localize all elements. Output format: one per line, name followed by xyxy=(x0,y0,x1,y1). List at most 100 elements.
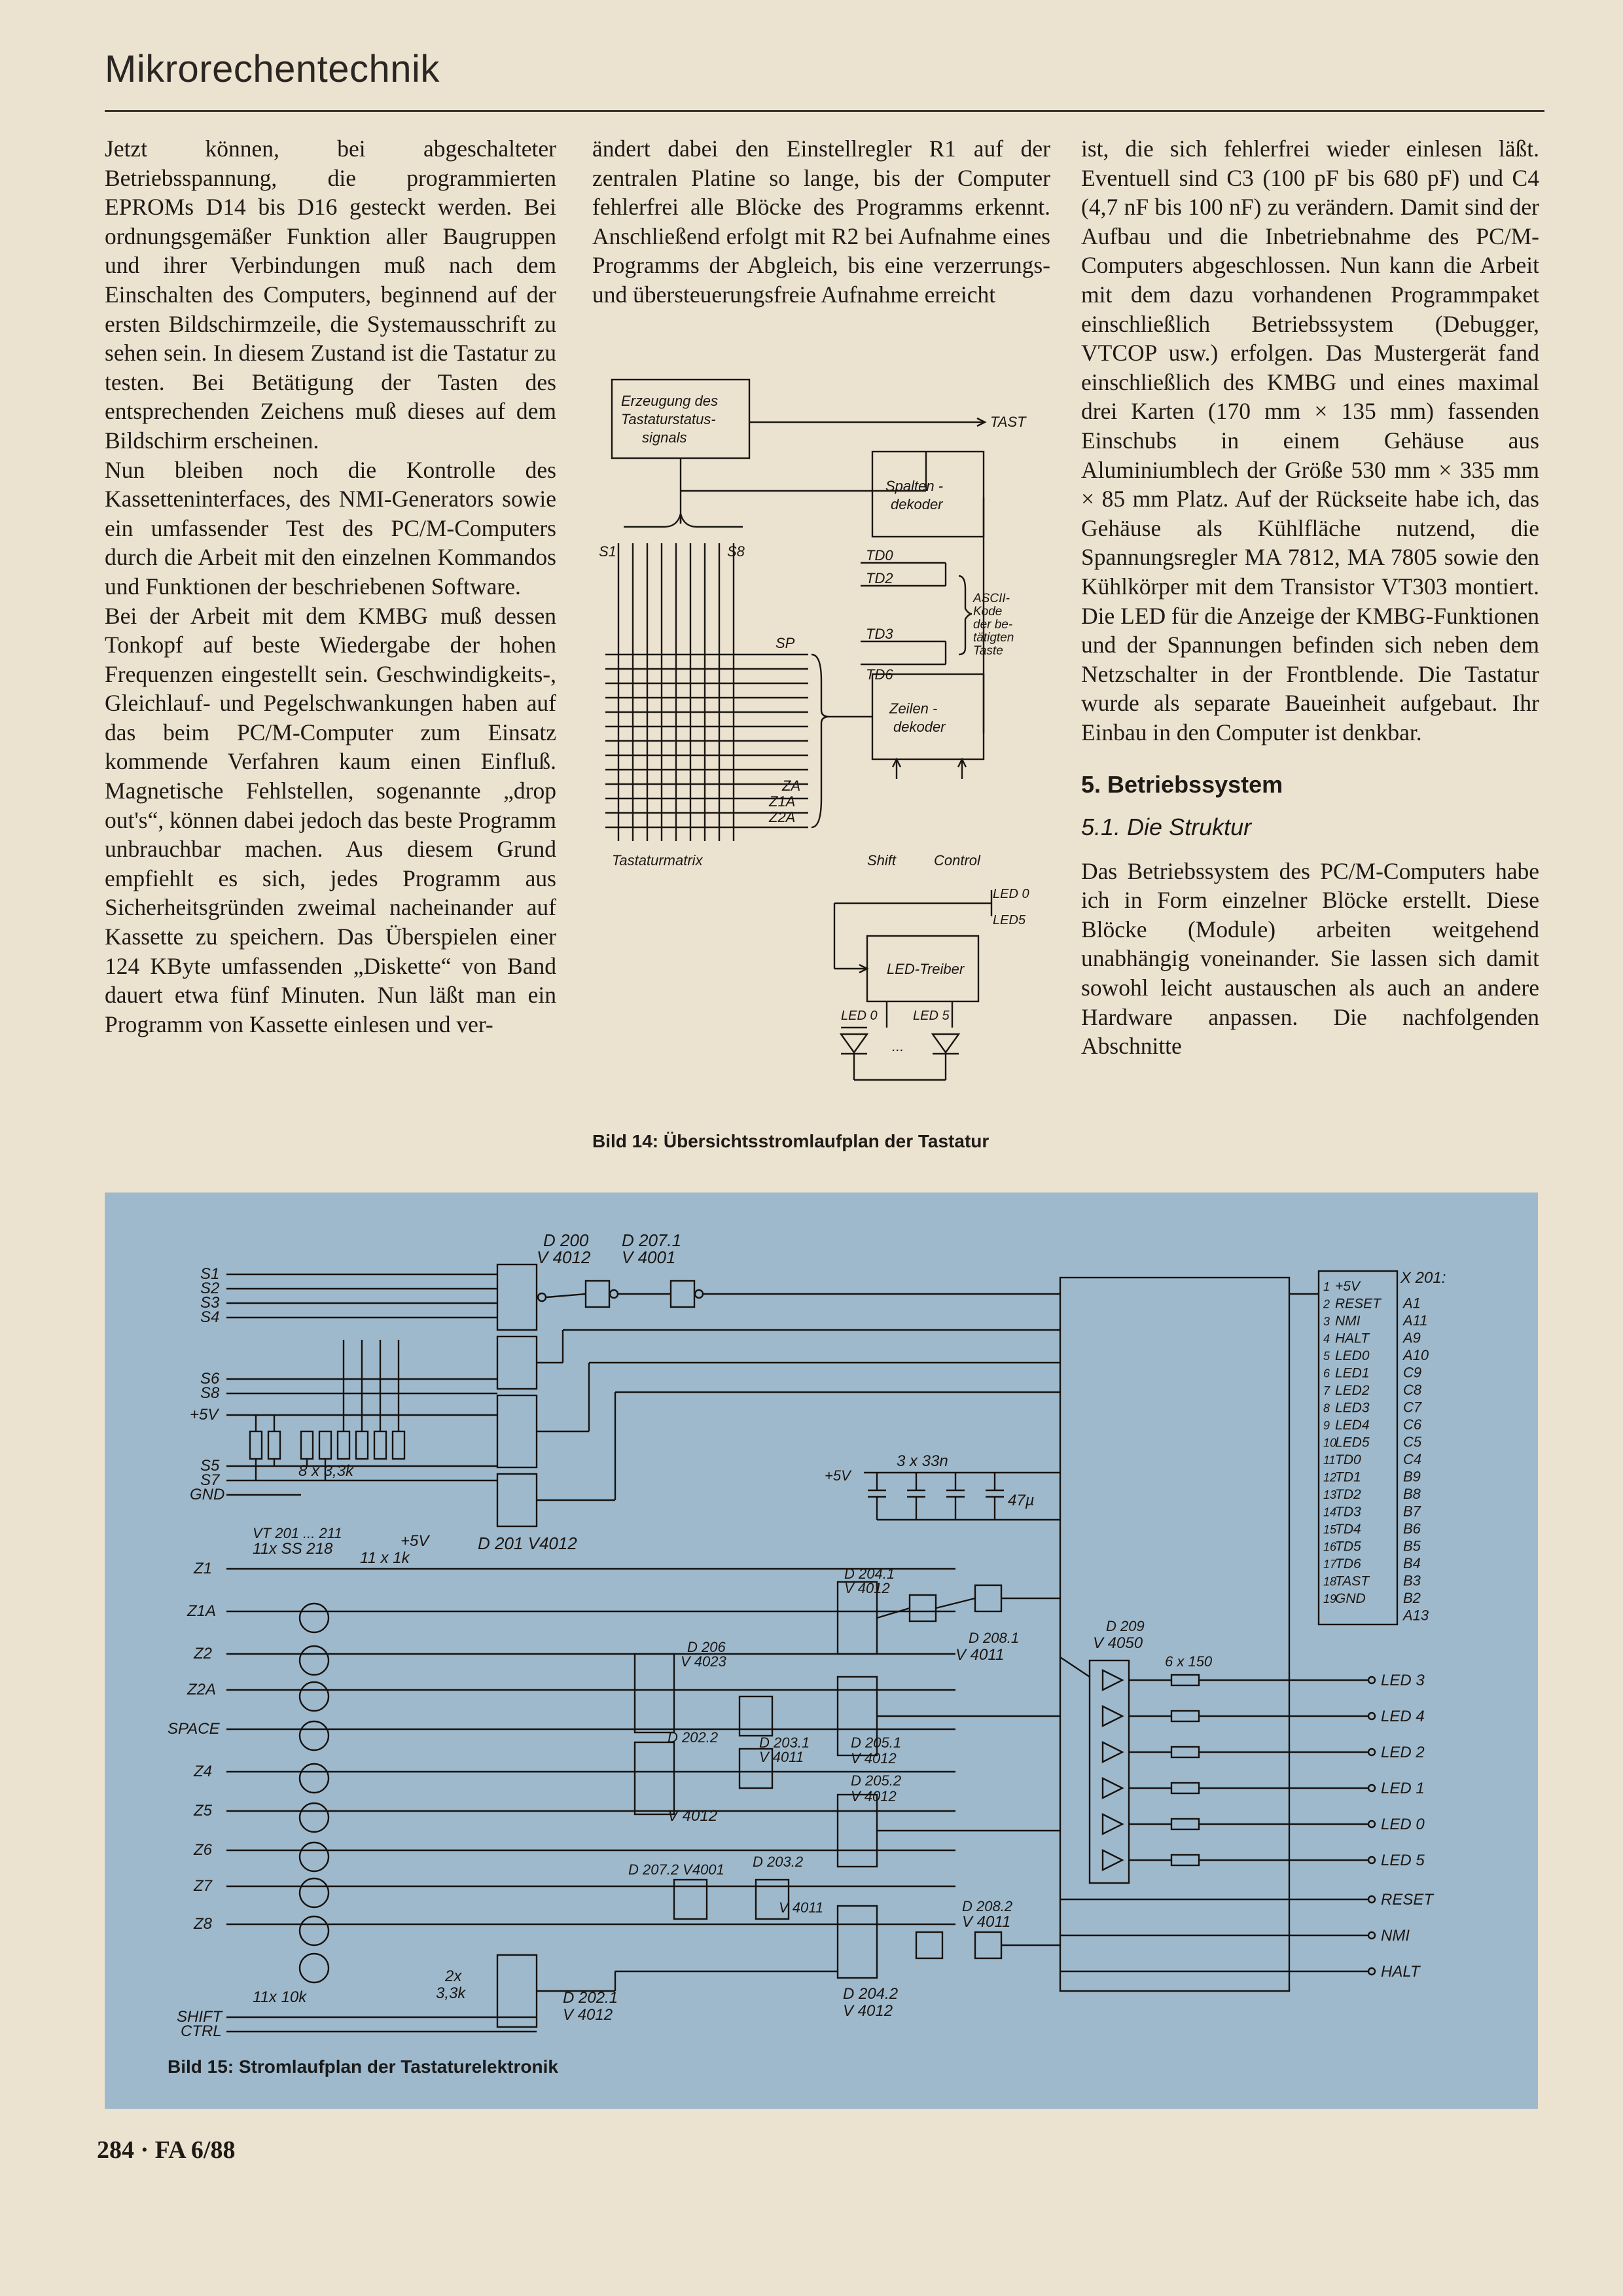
connector-pin-label: LED4 xyxy=(1335,1418,1370,1433)
r11x10k-label: 11x 10k xyxy=(253,1988,308,2006)
output-label: NMI xyxy=(1381,1927,1410,1945)
cap47-label: 47µ xyxy=(1008,1492,1035,1509)
column-decoder-label: dekoder xyxy=(891,496,944,512)
z2a-label: Z2A xyxy=(768,809,795,825)
section-title: Mikrorechentechnik xyxy=(105,48,440,90)
input-label: Z8 xyxy=(193,1915,213,1933)
gate-label: V 4050 xyxy=(1093,1634,1143,1652)
connector-pin-label: TD0 xyxy=(1335,1452,1361,1467)
v4012-label: V 4012 xyxy=(537,1247,591,1267)
gate-label: D 205.2 xyxy=(851,1772,901,1789)
input-label: Z7 xyxy=(193,1877,213,1895)
connector-pin-label: NMI xyxy=(1335,1314,1361,1329)
connector-pin-label: TD2 xyxy=(1335,1487,1361,1502)
paragraph: ist, die sich fehlerfrei wieder einlesen… xyxy=(1081,135,1539,745)
led-driver-label: LED-Treiber xyxy=(887,961,965,977)
text-column-1: Jetzt können, bei abgeschalteter Betrieb… xyxy=(105,134,556,1039)
connector-pin-label: 11 xyxy=(1323,1454,1336,1467)
gate-label: D 206 xyxy=(687,1639,726,1655)
connector-pin-label: C5 xyxy=(1403,1434,1422,1450)
output-label: HALT xyxy=(1381,1963,1421,1981)
led0-label: LED 0 xyxy=(841,1009,878,1023)
connector-pin-label: 16 xyxy=(1323,1541,1337,1554)
output-label: LED 5 xyxy=(1381,1852,1425,1869)
connector-pin-label: B7 xyxy=(1403,1503,1421,1520)
connector-pin-label: A10 xyxy=(1402,1347,1429,1363)
gate-label: V 4012 xyxy=(563,2006,613,2024)
input-label: S4 xyxy=(200,1308,219,1326)
connector-pin-label: B5 xyxy=(1403,1538,1421,1554)
paragraph: ändert dabei den Einstellregler R1 auf d… xyxy=(592,135,1050,308)
td6-label: TD6 xyxy=(866,666,893,683)
connector-pin-label: 7 xyxy=(1323,1384,1330,1397)
connector-pin-label: C6 xyxy=(1403,1416,1422,1433)
connector-pin-label: GND xyxy=(1335,1591,1366,1606)
gate-label: D 203.2 xyxy=(753,1854,803,1870)
ss218-label: 11x SS 218 xyxy=(253,1540,333,1558)
r11x1k-label: 11 x 1k xyxy=(360,1549,411,1567)
gate-label: D 208.2 xyxy=(962,1898,1012,1914)
gate-label: V 4011 xyxy=(962,1913,1010,1931)
output-label: LED 1 xyxy=(1381,1780,1425,1797)
d201-label: D 201 V4012 xyxy=(478,1534,577,1553)
connector-pin-label: A9 xyxy=(1402,1330,1421,1346)
connector-pin-label: 14 xyxy=(1323,1506,1336,1519)
connector-pin-label: TD3 xyxy=(1335,1505,1361,1520)
gate-label: D 207.2 V4001 xyxy=(628,1861,724,1878)
gate-label: V 4012 xyxy=(843,2002,893,2020)
control-label: Control xyxy=(934,852,981,869)
connector-pin-label: 3 xyxy=(1323,1315,1330,1328)
status-box-line: Erzeugung des xyxy=(621,393,718,409)
resistor-label: 6 x 150 xyxy=(1165,1653,1213,1670)
matrix-label: Tastaturmatrix xyxy=(612,852,704,869)
input-label: Z2A xyxy=(187,1681,216,1698)
row-decoder-box xyxy=(871,673,985,761)
row-decoder-label: Zeilen - xyxy=(889,700,937,717)
row-decoder-label: dekoder xyxy=(893,719,946,735)
input-label: S6 xyxy=(200,1370,220,1388)
column-decoder-label: Spalten - xyxy=(885,478,943,494)
input-label: S3 xyxy=(200,1294,220,1312)
gate-label: V 4012 xyxy=(844,1580,890,1596)
v4001-label: V 4001 xyxy=(622,1247,675,1267)
connector-pin-label: 9 xyxy=(1323,1419,1330,1432)
gate-label: D 202.1 xyxy=(563,1989,618,2007)
r2x-label: 3,3k xyxy=(436,1984,467,2002)
connector-pin-label: TD1 xyxy=(1335,1470,1361,1485)
connector-pin-label: 13 xyxy=(1323,1488,1336,1501)
gate-label: V 4012 xyxy=(851,1750,897,1767)
column-decoder-box xyxy=(871,450,985,538)
ascii-label: ASCII- xyxy=(972,592,1010,605)
input-label: S7 xyxy=(200,1471,221,1489)
input-label: S8 xyxy=(200,1384,220,1402)
shift-input-label: SHIFT xyxy=(177,2008,224,2026)
p5v-label: +5V xyxy=(401,1532,430,1550)
connector-pin-label: 18 xyxy=(1323,1575,1336,1588)
tast-label: TAST xyxy=(990,414,1027,430)
connector-pin-label: C7 xyxy=(1403,1399,1422,1416)
input-label: Z1A xyxy=(187,1602,216,1620)
z1a-label: Z1A xyxy=(768,793,795,810)
connector-pin-label: 1 xyxy=(1323,1280,1330,1293)
s1-label: S1 xyxy=(599,543,616,560)
input-label: S5 xyxy=(200,1457,220,1475)
output-label: LED 3 xyxy=(1381,1672,1425,1689)
led5-label: LED 5 xyxy=(913,1009,950,1023)
gate-label: D 203.1 xyxy=(759,1734,810,1751)
paragraph: Nun bleiben noch die Kontrolle des Kasse… xyxy=(105,456,556,600)
connector-pin-label: A11 xyxy=(1402,1312,1428,1329)
page-header: Mikrorechentechnik xyxy=(105,47,1544,119)
gate-label: V 4023 xyxy=(681,1653,726,1670)
ascii-label: Kode xyxy=(973,605,1002,619)
connector-pin-label: +5V xyxy=(1335,1279,1361,1294)
input-label: Z2 xyxy=(193,1645,212,1662)
connector-pin-label: C9 xyxy=(1403,1365,1421,1381)
connector-pin-label: TD5 xyxy=(1335,1539,1361,1554)
gate-label: V 4011 xyxy=(759,1749,804,1765)
keyboard-block-diagram: Erzeugung des Tastaturstatus- signals TA… xyxy=(599,378,1029,1081)
gate-label: V 4012 xyxy=(668,1807,717,1825)
connector-pin-label: B2 xyxy=(1403,1590,1421,1606)
ascii-label: Taste xyxy=(973,644,1003,658)
output-label: LED 2 xyxy=(1381,1744,1425,1761)
